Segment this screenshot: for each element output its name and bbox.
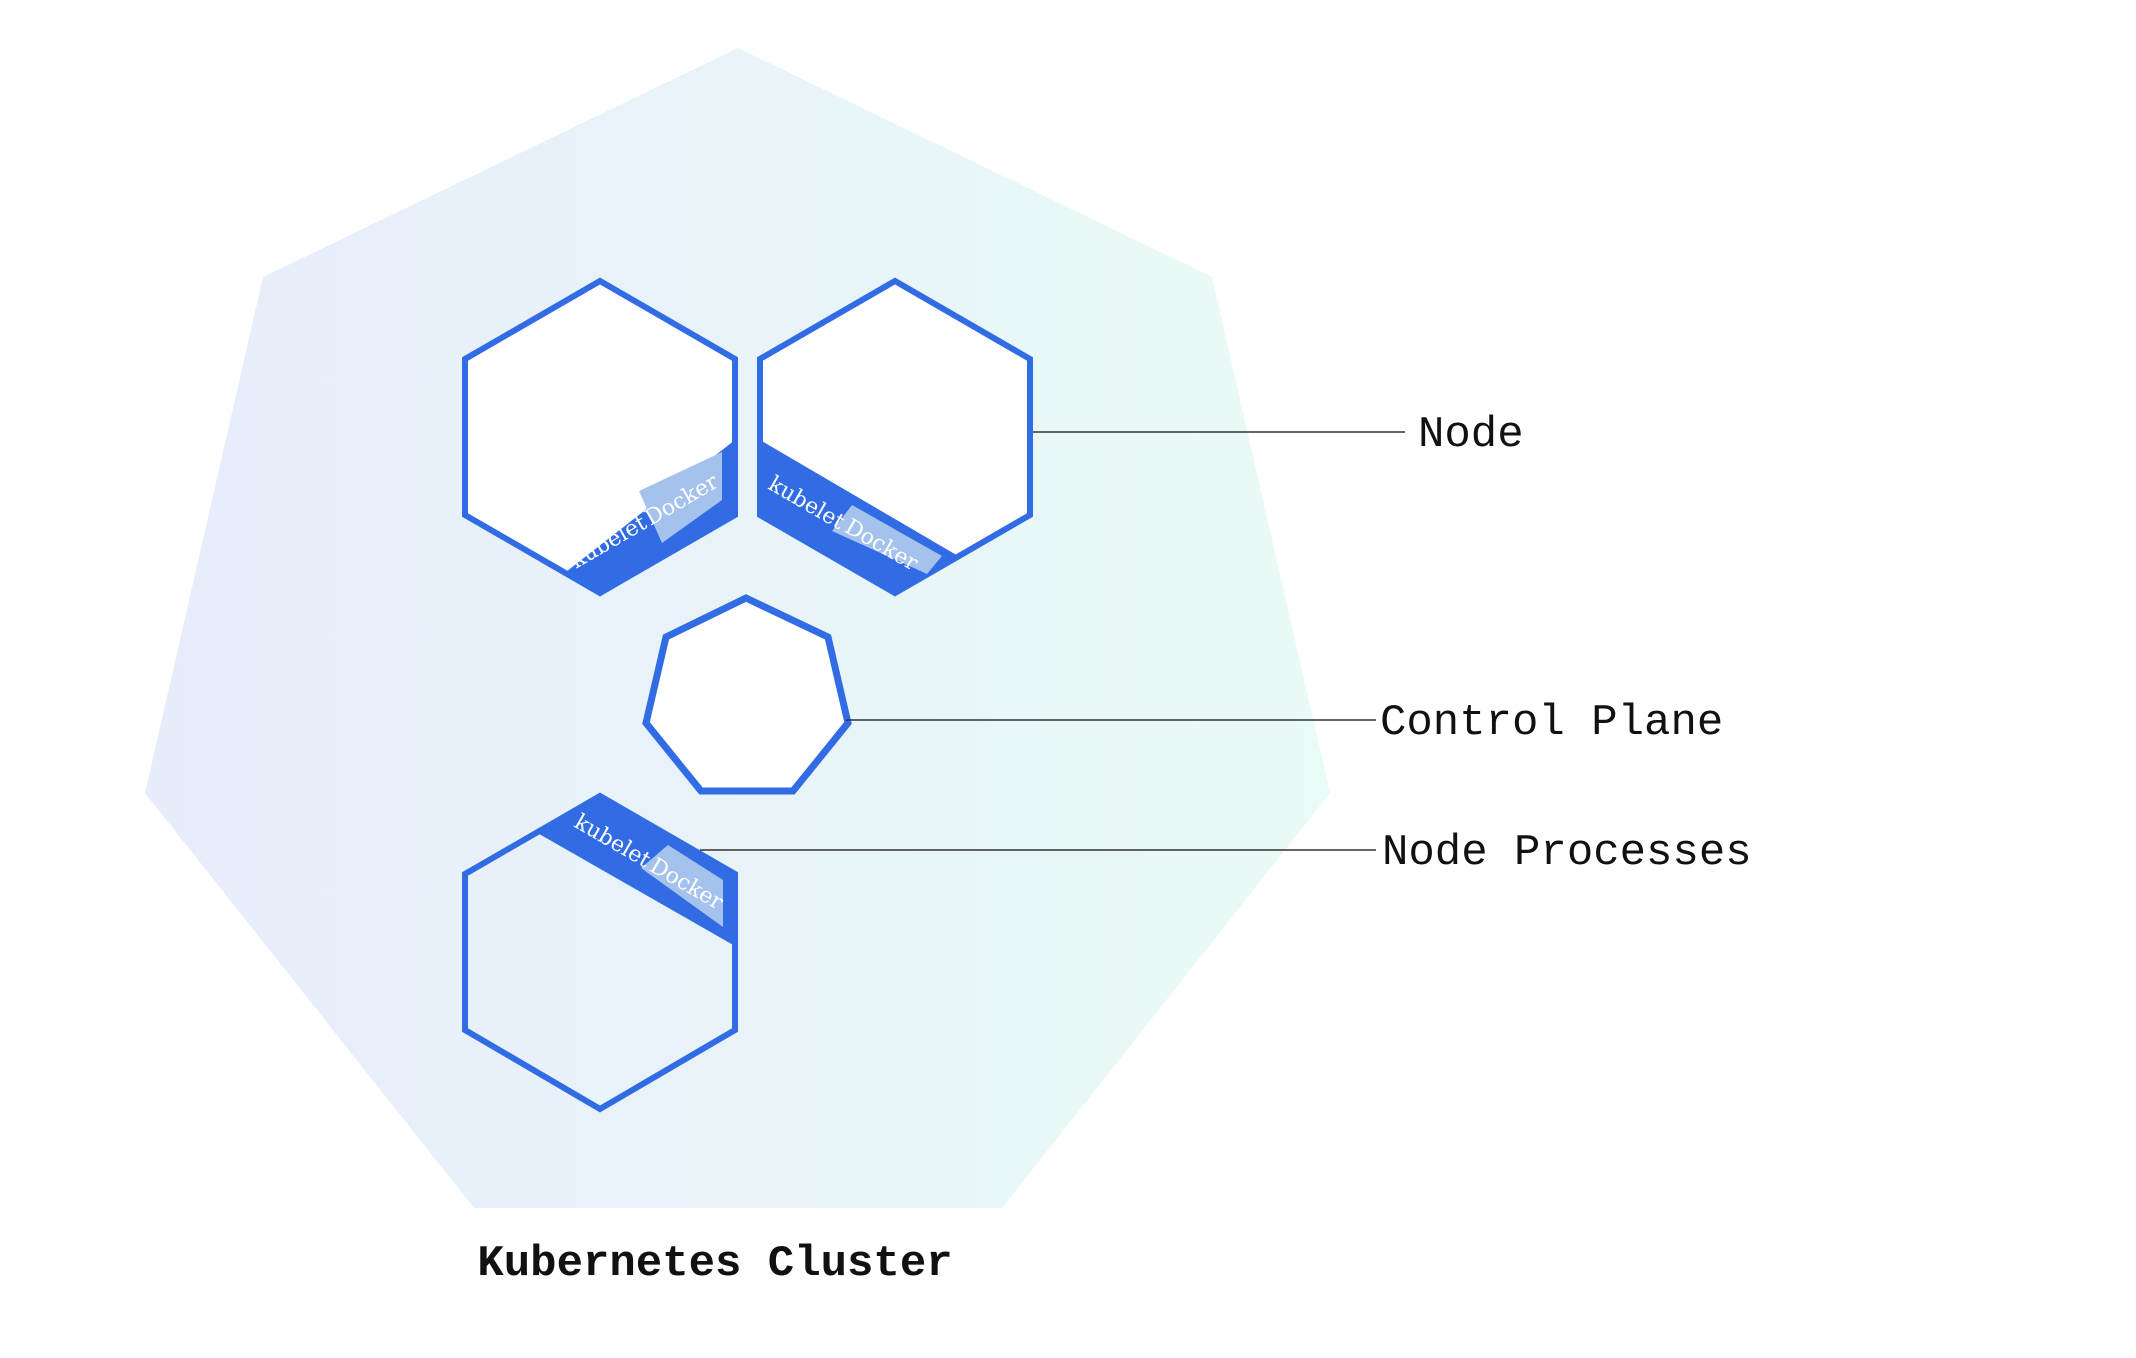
control-plane-heptagon xyxy=(642,594,852,795)
node-top-left-docker-badge xyxy=(639,452,722,543)
control-plane-label: Control Plane xyxy=(1380,698,1723,748)
node-bottom-hexagon xyxy=(462,792,738,1113)
node-top-right-process-band xyxy=(760,430,1000,593)
node-processes-label: Node Processes xyxy=(1382,828,1752,878)
node-top-right: kubelet Docker xyxy=(757,277,1033,597)
node-label: Node xyxy=(1418,410,1524,460)
node-top-right-docker-badge xyxy=(832,505,942,574)
cluster-label: Kubernetes Cluster xyxy=(477,1239,952,1289)
node-top-left: kubelet Docker xyxy=(462,277,738,597)
node-bottom-docker-badge xyxy=(641,845,723,927)
